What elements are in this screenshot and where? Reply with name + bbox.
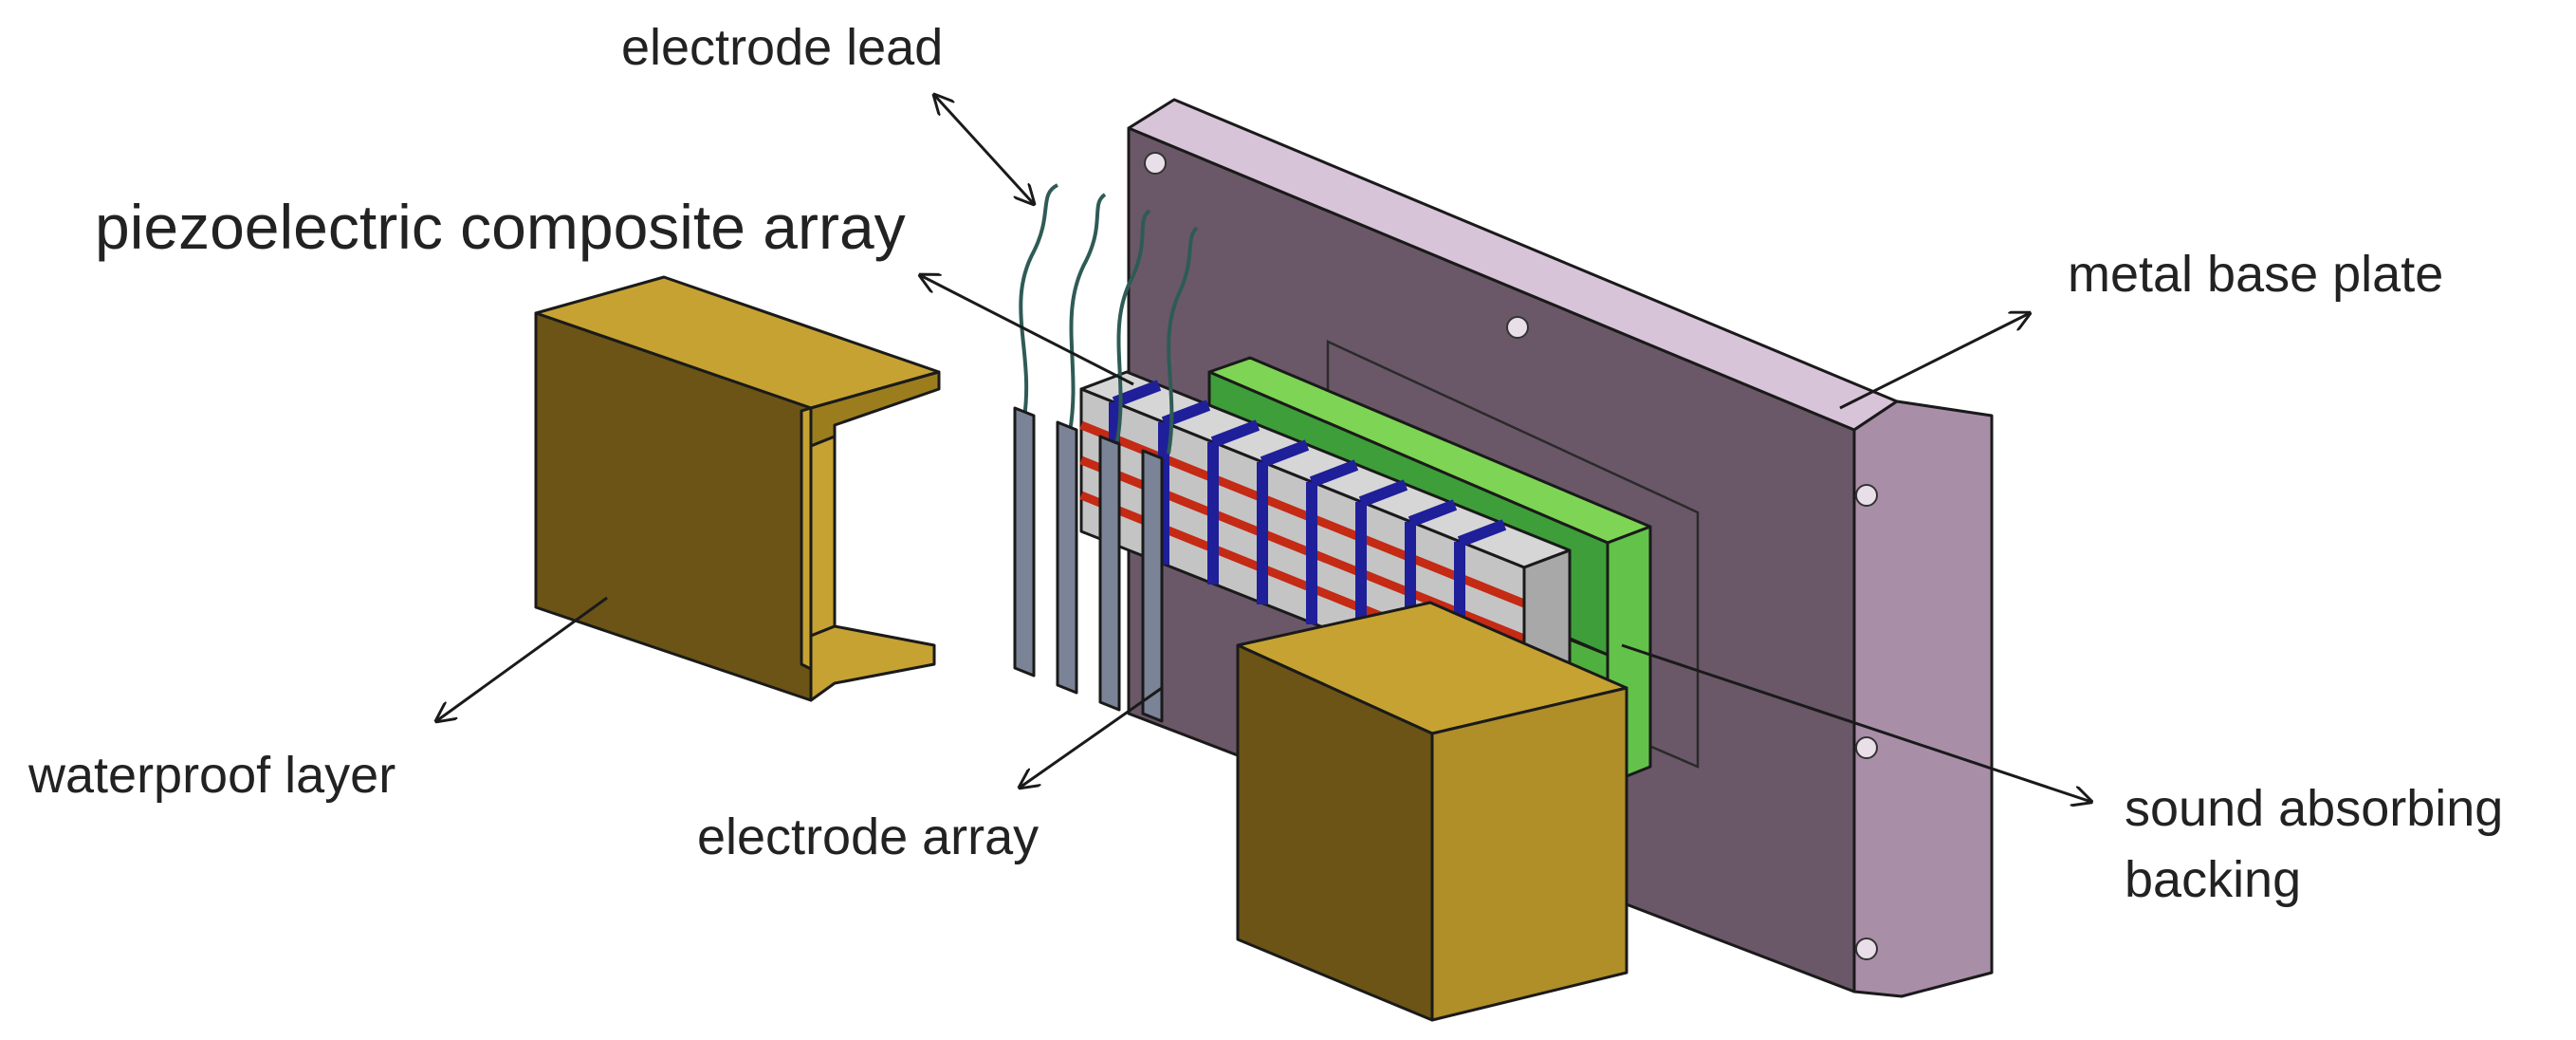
waterproof-layer — [534, 275, 941, 702]
leader-arrows — [436, 95, 2091, 802]
label-electrode-lead: electrode lead — [621, 19, 943, 76]
electrode-lead-wires — [1019, 183, 1199, 455]
labels: electrode lead piezoelectric composite a… — [28, 19, 2503, 908]
lead-wire — [1115, 209, 1151, 442]
label-metal-base-plate: metal base plate — [2068, 246, 2443, 303]
piezoelectric-composite-array — [1079, 370, 1572, 709]
arrow-sound-absorbing-backing — [1621, 643, 2091, 802]
electrode-strip — [1056, 420, 1078, 695]
arrow-piezo-array — [920, 275, 1134, 386]
arrow-electrode-array — [1020, 686, 1163, 788]
lead-wire — [1167, 226, 1199, 455]
arrow-waterproof-layer — [436, 596, 608, 721]
lead-wire — [1068, 193, 1107, 433]
electrode-strip — [1098, 435, 1121, 712]
label-electrode-array: electrode array — [697, 808, 1039, 865]
waterproof-block — [1236, 601, 1628, 1022]
mounting-hole — [1506, 316, 1529, 339]
metal-base-plate-side-face — [1852, 399, 1994, 998]
gold-block-side-face — [1430, 686, 1628, 1022]
electrode-array — [1013, 406, 1164, 723]
mounting-hole — [1144, 152, 1167, 175]
arrow-metal-base-plate — [1839, 313, 2030, 410]
mounting-hole — [1855, 938, 1878, 960]
mounting-hole — [1855, 736, 1878, 759]
electrode-strip — [1013, 406, 1036, 678]
label-waterproof-layer: waterproof layer — [28, 747, 396, 804]
arrow-electrode-lead — [934, 95, 1034, 204]
waterproof-lower-flange — [809, 624, 936, 702]
label-sound-absorbing-line1: sound absorbing — [2125, 780, 2503, 837]
label-sound-absorbing-line2: backing — [2125, 851, 2301, 908]
waterproof-inner-wall — [809, 435, 837, 638]
lead-wire — [1019, 183, 1059, 418]
mounting-hole — [1855, 484, 1878, 507]
electrode-strip — [1141, 449, 1164, 723]
label-piezo-array: piezoelectric composite array — [95, 192, 906, 262]
